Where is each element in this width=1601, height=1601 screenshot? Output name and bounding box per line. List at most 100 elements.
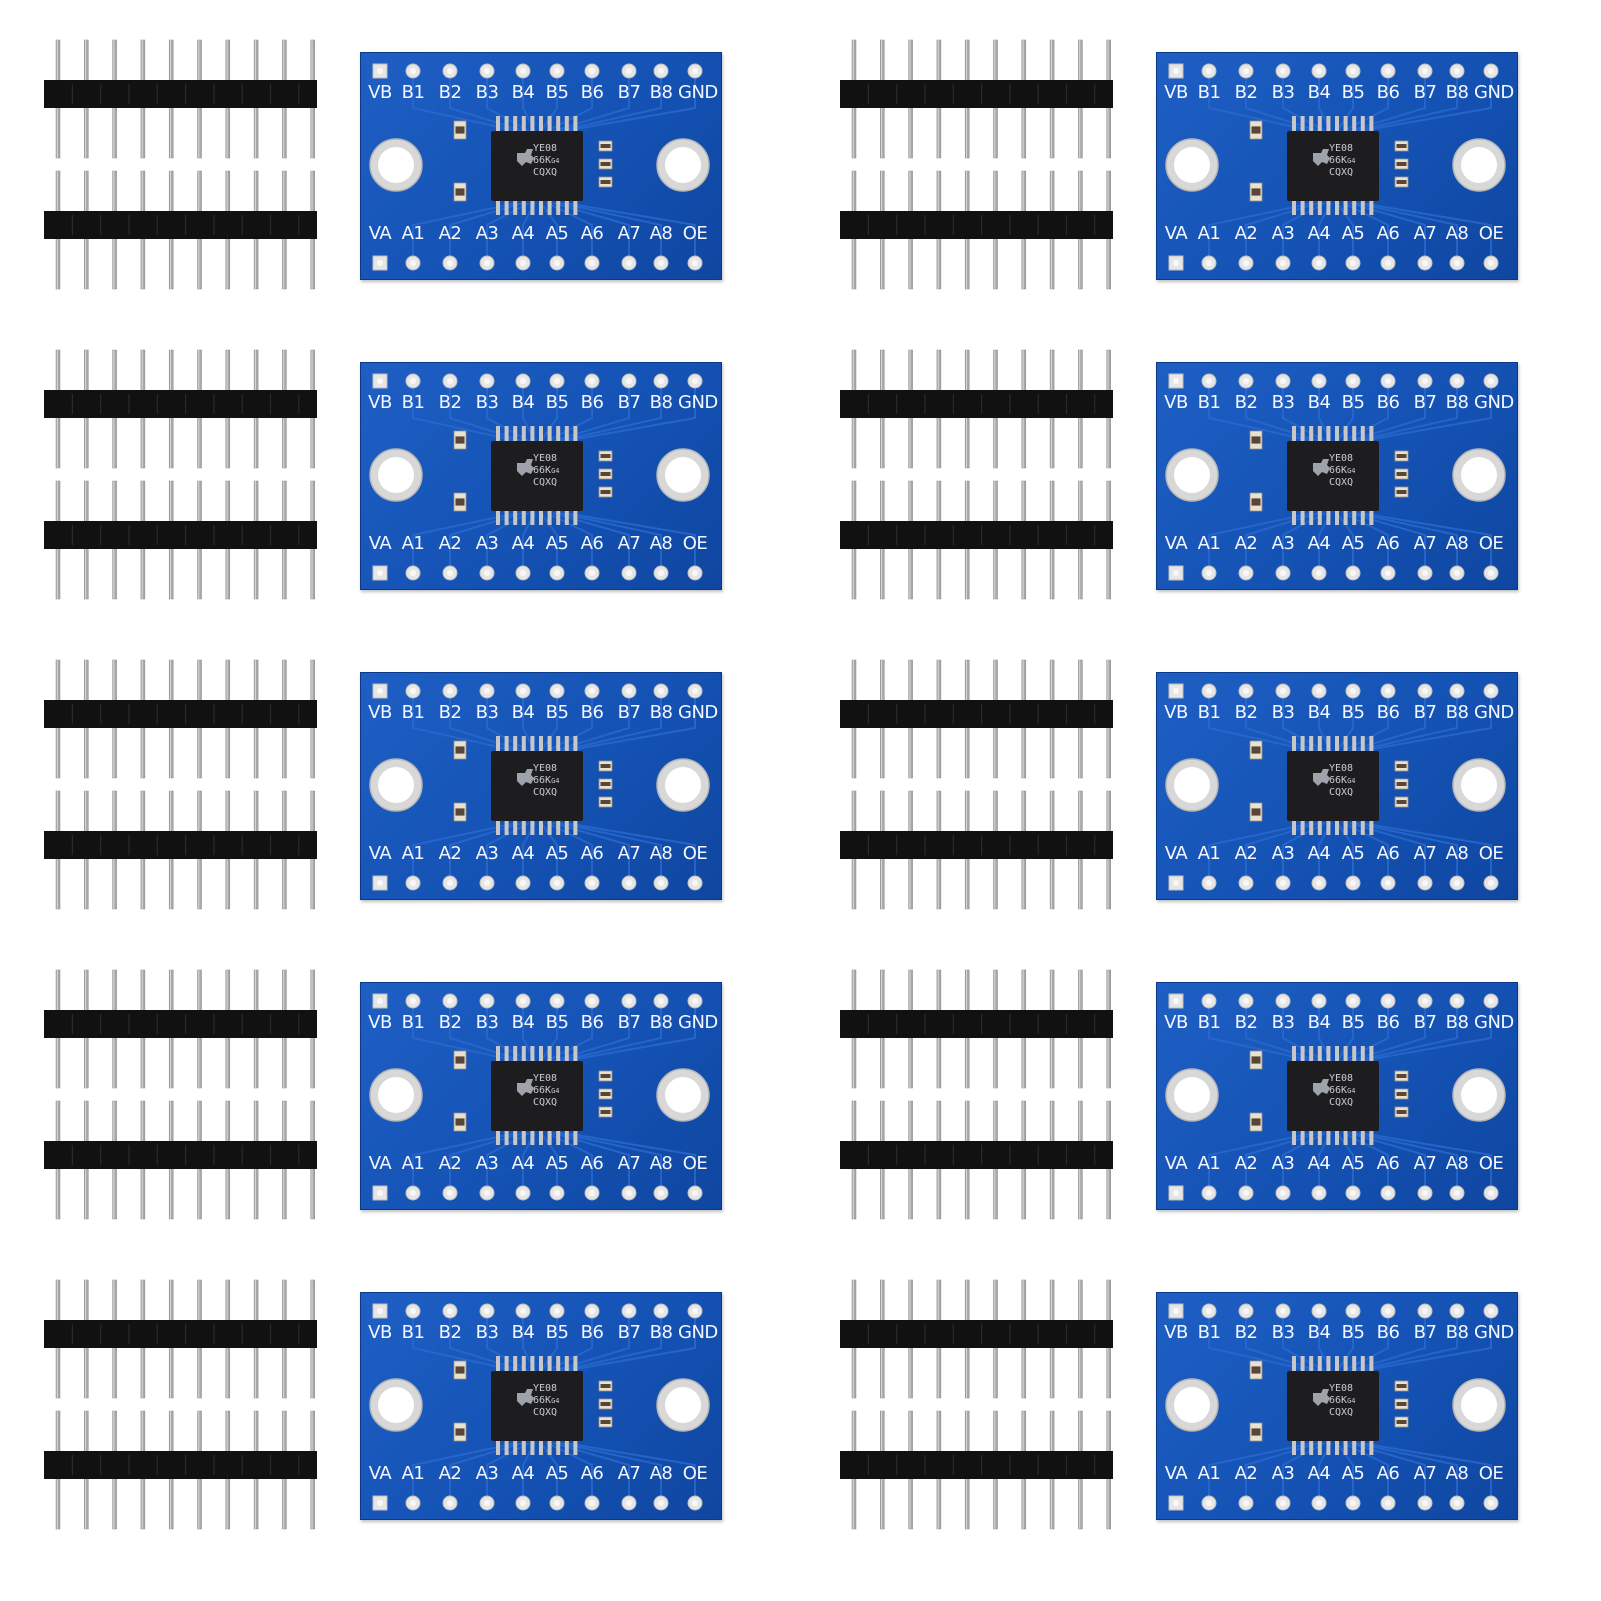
top-pin-label: B1 <box>401 82 425 103</box>
male-pin-header <box>44 170 317 290</box>
pin-header-pair <box>840 39 1113 290</box>
bottom-pin-label: A7 <box>617 843 641 864</box>
bottom-pin-label: A4 <box>1307 1463 1331 1484</box>
bottom-pin-label: A5 <box>545 1463 569 1484</box>
bottom-pin-label: A6 <box>1376 533 1400 554</box>
chip-marking-line: CQXQ <box>533 167 558 178</box>
male-pin-header <box>840 349 1113 469</box>
smd-component <box>598 1398 613 1410</box>
smd-component <box>453 182 467 202</box>
top-pin-label: B3 <box>475 1322 499 1343</box>
ti-logo-icon <box>1313 1079 1330 1096</box>
smd-component <box>598 796 613 808</box>
header-housing <box>840 521 1113 549</box>
top-pin-label: B2 <box>1234 392 1258 413</box>
male-pin-header <box>44 969 317 1089</box>
header-housing <box>44 211 317 239</box>
bottom-pin-label: VA <box>1164 843 1188 864</box>
header-housing <box>840 80 1113 108</box>
top-pin-label: B5 <box>1341 1322 1365 1343</box>
bottom-pin-label: A6 <box>1376 1463 1400 1484</box>
smd-component <box>598 450 613 462</box>
bottom-pin-label: OE <box>1478 1153 1504 1174</box>
top-pin-label: VB <box>1164 1012 1188 1033</box>
chip-marking-sub: G4 <box>1347 777 1356 785</box>
male-pin-header <box>840 790 1113 910</box>
bottom-pin-label: A6 <box>1376 843 1400 864</box>
top-pin-label: B4 <box>1307 702 1331 723</box>
chip-marking-line: YE08 <box>533 1073 558 1084</box>
top-pin-label: B3 <box>1271 702 1295 723</box>
bottom-pin-label: A6 <box>580 1153 604 1174</box>
bottom-pin-label: OE <box>1478 1463 1504 1484</box>
top-pin-label: B1 <box>1197 392 1221 413</box>
top-pin-label: B6 <box>580 392 604 413</box>
top-pin-label: B7 <box>1413 1012 1437 1033</box>
top-pin-label: B8 <box>1445 1322 1469 1343</box>
chip-marking-line: YE08 <box>533 453 558 464</box>
smd-component <box>598 1070 613 1082</box>
chip-marking-line: 66K <box>533 1085 552 1096</box>
bottom-pin-label: OE <box>1478 533 1504 554</box>
top-pin-label: B1 <box>1197 702 1221 723</box>
ti-logo-icon <box>1313 1389 1330 1406</box>
top-pin-label: B1 <box>401 1322 425 1343</box>
smd-component <box>1394 1380 1409 1392</box>
bottom-pin-label: A5 <box>1341 843 1365 864</box>
top-pin-label: B7 <box>617 82 641 103</box>
chip-marking-line: CQXQ <box>533 477 558 488</box>
smd-component <box>1249 1112 1263 1132</box>
bottom-pin-label: VA <box>368 1463 392 1484</box>
bottom-pin-label: A7 <box>1413 223 1437 244</box>
bottom-pin-label: OE <box>682 533 708 554</box>
top-pin-label: B6 <box>1376 1012 1400 1033</box>
male-pin-header <box>840 170 1113 290</box>
bottom-pin-label: A1 <box>401 223 425 244</box>
top-pin-label: B5 <box>1341 1012 1365 1033</box>
ic-chip <box>491 426 583 525</box>
top-pin-label: B6 <box>580 82 604 103</box>
bottom-pin-label: A7 <box>1413 843 1437 864</box>
male-pin-header <box>840 1100 1113 1220</box>
ic-chip <box>1287 426 1379 525</box>
smd-component <box>1249 802 1263 822</box>
male-pin-header <box>44 790 317 910</box>
top-pin-label: B5 <box>545 1322 569 1343</box>
top-pin-label: B5 <box>1341 82 1365 103</box>
pcb-artwork <box>1165 63 1506 271</box>
top-pin-label: B2 <box>438 1322 462 1343</box>
pcb-artwork <box>369 1303 710 1511</box>
header-housing <box>44 1010 317 1038</box>
top-pin-label: B5 <box>1341 702 1365 723</box>
bottom-pin-label: A7 <box>1413 1153 1437 1174</box>
bottom-pin-label: A1 <box>1197 1153 1221 1174</box>
ti-logo-icon <box>517 769 534 786</box>
top-pin-label: GND <box>678 82 718 103</box>
header-housing <box>44 1451 317 1479</box>
smd-component <box>1394 1416 1409 1428</box>
top-pin-label: B2 <box>438 702 462 723</box>
top-pin-label: B7 <box>1413 82 1437 103</box>
header-housing <box>44 390 317 418</box>
header-housing <box>44 1320 317 1348</box>
top-pin-label: VB <box>368 1322 392 1343</box>
top-pin-label: GND <box>678 392 718 413</box>
top-pin-label: B2 <box>1234 702 1258 723</box>
bottom-pin-label: A4 <box>1307 843 1331 864</box>
top-pin-label: B7 <box>1413 702 1437 723</box>
header-housing <box>44 700 317 728</box>
top-pin-label: B6 <box>580 1322 604 1343</box>
ti-logo-icon <box>517 1389 534 1406</box>
pcb-artwork <box>369 373 710 581</box>
smd-component <box>1394 140 1409 152</box>
chip-marking-line: CQXQ <box>533 1097 558 1108</box>
smd-component <box>1394 468 1409 480</box>
smd-component <box>1249 1422 1263 1442</box>
top-pin-label: B8 <box>1445 1012 1469 1033</box>
